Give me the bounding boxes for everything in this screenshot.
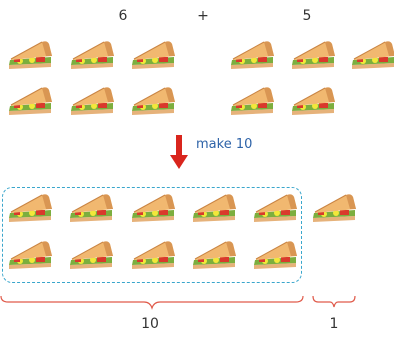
sandwich-icon <box>68 38 116 70</box>
sandwich-icon <box>190 191 238 223</box>
sandwich-icon <box>67 191 115 223</box>
sandwich-icon <box>228 84 276 116</box>
sandwich-icon <box>68 84 116 116</box>
make-ten-label: make 10 <box>196 137 252 152</box>
left-count: 6 <box>119 8 128 24</box>
plus-sign: + <box>197 8 209 24</box>
sandwich-icon <box>129 38 177 70</box>
sandwich-icon <box>6 238 54 270</box>
sandwich-icon <box>6 84 54 116</box>
sandwich-icon <box>228 38 276 70</box>
sandwich-icon <box>6 191 54 223</box>
sandwich-icon <box>251 238 299 270</box>
sandwich-icon <box>289 84 337 116</box>
one-label: 1 <box>330 316 339 332</box>
sandwich-icon <box>129 238 177 270</box>
sandwich-icon <box>129 191 177 223</box>
ten-brace <box>0 294 304 310</box>
sandwich-icon <box>190 238 238 270</box>
one-brace <box>312 294 356 310</box>
down-arrow-icon <box>170 135 188 171</box>
sandwich-icon <box>129 84 177 116</box>
sandwich-icon <box>349 38 394 70</box>
sandwich-icon <box>289 38 337 70</box>
sandwich-icon <box>251 191 299 223</box>
sandwich-icon <box>6 38 54 70</box>
right-count: 5 <box>303 8 312 24</box>
sandwich-icon <box>310 191 358 223</box>
sandwich-icon <box>67 238 115 270</box>
ten-label: 10 <box>141 316 159 332</box>
